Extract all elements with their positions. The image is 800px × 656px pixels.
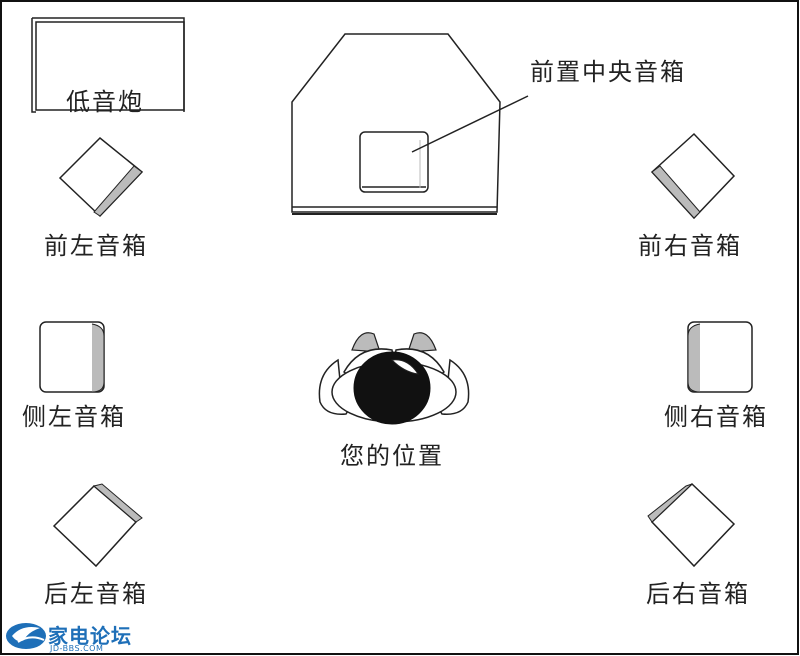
listener-label: 您的位置 bbox=[340, 442, 444, 470]
forum-name: 家电论坛 bbox=[48, 624, 132, 648]
rear-right-label: 后右音箱 bbox=[646, 580, 750, 608]
forum-logo-icon bbox=[6, 623, 46, 649]
rear-left-speaker bbox=[52, 483, 143, 568]
forum-site: JD-BBS.COM bbox=[50, 644, 104, 653]
front-right-speaker bbox=[650, 132, 736, 220]
front-left-speaker bbox=[58, 136, 144, 218]
subwoofer-label: 低音炮 bbox=[66, 88, 144, 116]
side-right-label: 侧右音箱 bbox=[664, 403, 768, 431]
front-right-label: 前右音箱 bbox=[638, 232, 742, 260]
side-left-speaker bbox=[39, 321, 105, 393]
forum-watermark: 家电论坛 JD-BBS.COM bbox=[6, 618, 138, 654]
side-left-label: 侧左音箱 bbox=[22, 403, 126, 431]
side-right-speaker bbox=[687, 321, 753, 393]
rear-right-speaker bbox=[647, 482, 736, 568]
front-left-label: 前左音箱 bbox=[44, 232, 148, 260]
listener-figure bbox=[318, 332, 470, 425]
front-center-label: 前置中央音箱 bbox=[530, 58, 686, 86]
front-center-leader-line bbox=[411, 95, 529, 153]
front-center-speaker bbox=[359, 131, 429, 193]
rear-left-label: 后左音箱 bbox=[44, 580, 148, 608]
subwoofer-box bbox=[31, 17, 185, 113]
tv-cabinet bbox=[291, 33, 501, 215]
